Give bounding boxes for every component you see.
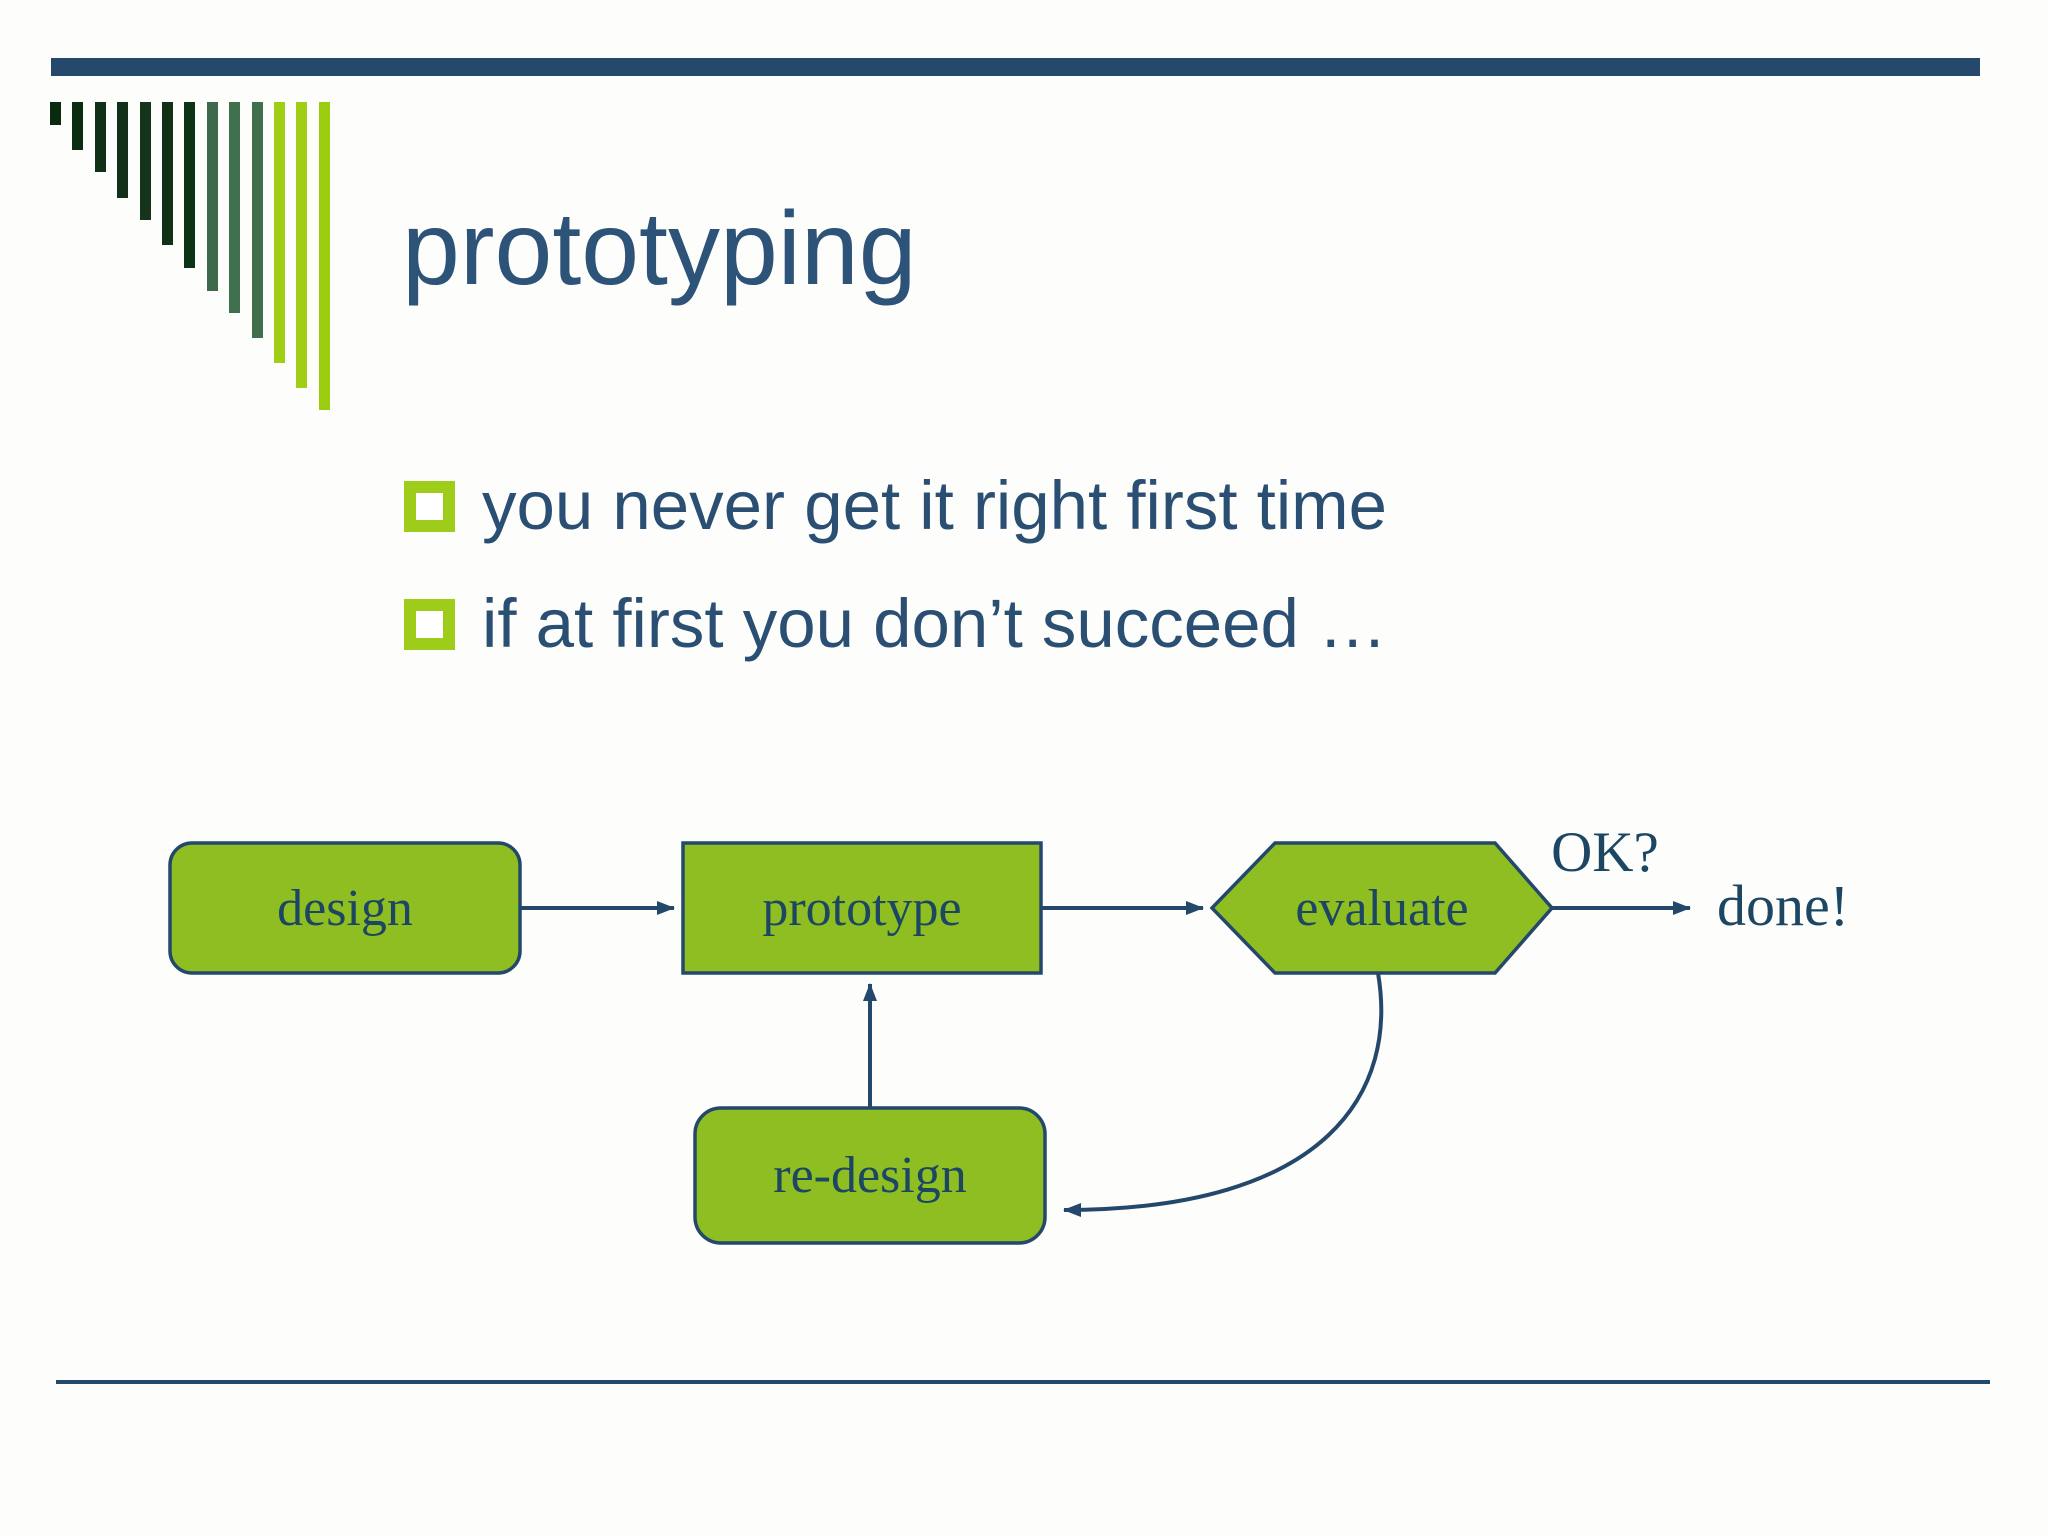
decor-bar	[162, 102, 173, 245]
decor-bar	[296, 102, 307, 388]
edge-label-done: done!	[1716, 873, 1850, 938]
decor-bar	[140, 102, 151, 220]
top-accent-bar	[51, 58, 1980, 76]
decor-bar	[50, 102, 61, 125]
decor-bar	[274, 102, 285, 363]
decor-bar	[72, 102, 83, 150]
node-redesign	[693, 1106, 1047, 1245]
square-bullet-icon	[404, 480, 455, 532]
node-label-evaluate: evaluate	[1295, 879, 1469, 937]
node-prototype	[681, 841, 1043, 975]
decor-bar	[229, 102, 240, 313]
bottom-divider	[56, 1380, 1990, 1384]
decor-bar	[184, 102, 195, 268]
edge-label-ok: OK?	[1551, 821, 1659, 884]
decor-bar	[207, 102, 218, 291]
node-label-prototype: prototype	[762, 879, 962, 937]
decor-bars	[50, 102, 340, 412]
node-label-redesign: re-design	[773, 1147, 967, 1204]
bullet-text: if at first you don’t succeed …	[482, 584, 1388, 662]
node-evaluate	[1209, 841, 1555, 975]
decor-bar	[95, 102, 106, 172]
page-title: prototyping	[402, 191, 917, 307]
bullet-item: you never get it right first time	[404, 470, 1387, 540]
bullet-text: you never get it right first time	[482, 466, 1388, 544]
decor-bar	[117, 102, 128, 198]
decor-bar	[252, 102, 263, 338]
node-design	[168, 841, 522, 975]
node-label-design: design	[277, 879, 413, 937]
bullet-item: if at first you don’t succeed …	[404, 588, 1387, 658]
curve-evaluate-to-redesign	[1063, 972, 1384, 1217]
square-bullet-icon	[404, 598, 455, 650]
decor-bar	[319, 102, 330, 410]
